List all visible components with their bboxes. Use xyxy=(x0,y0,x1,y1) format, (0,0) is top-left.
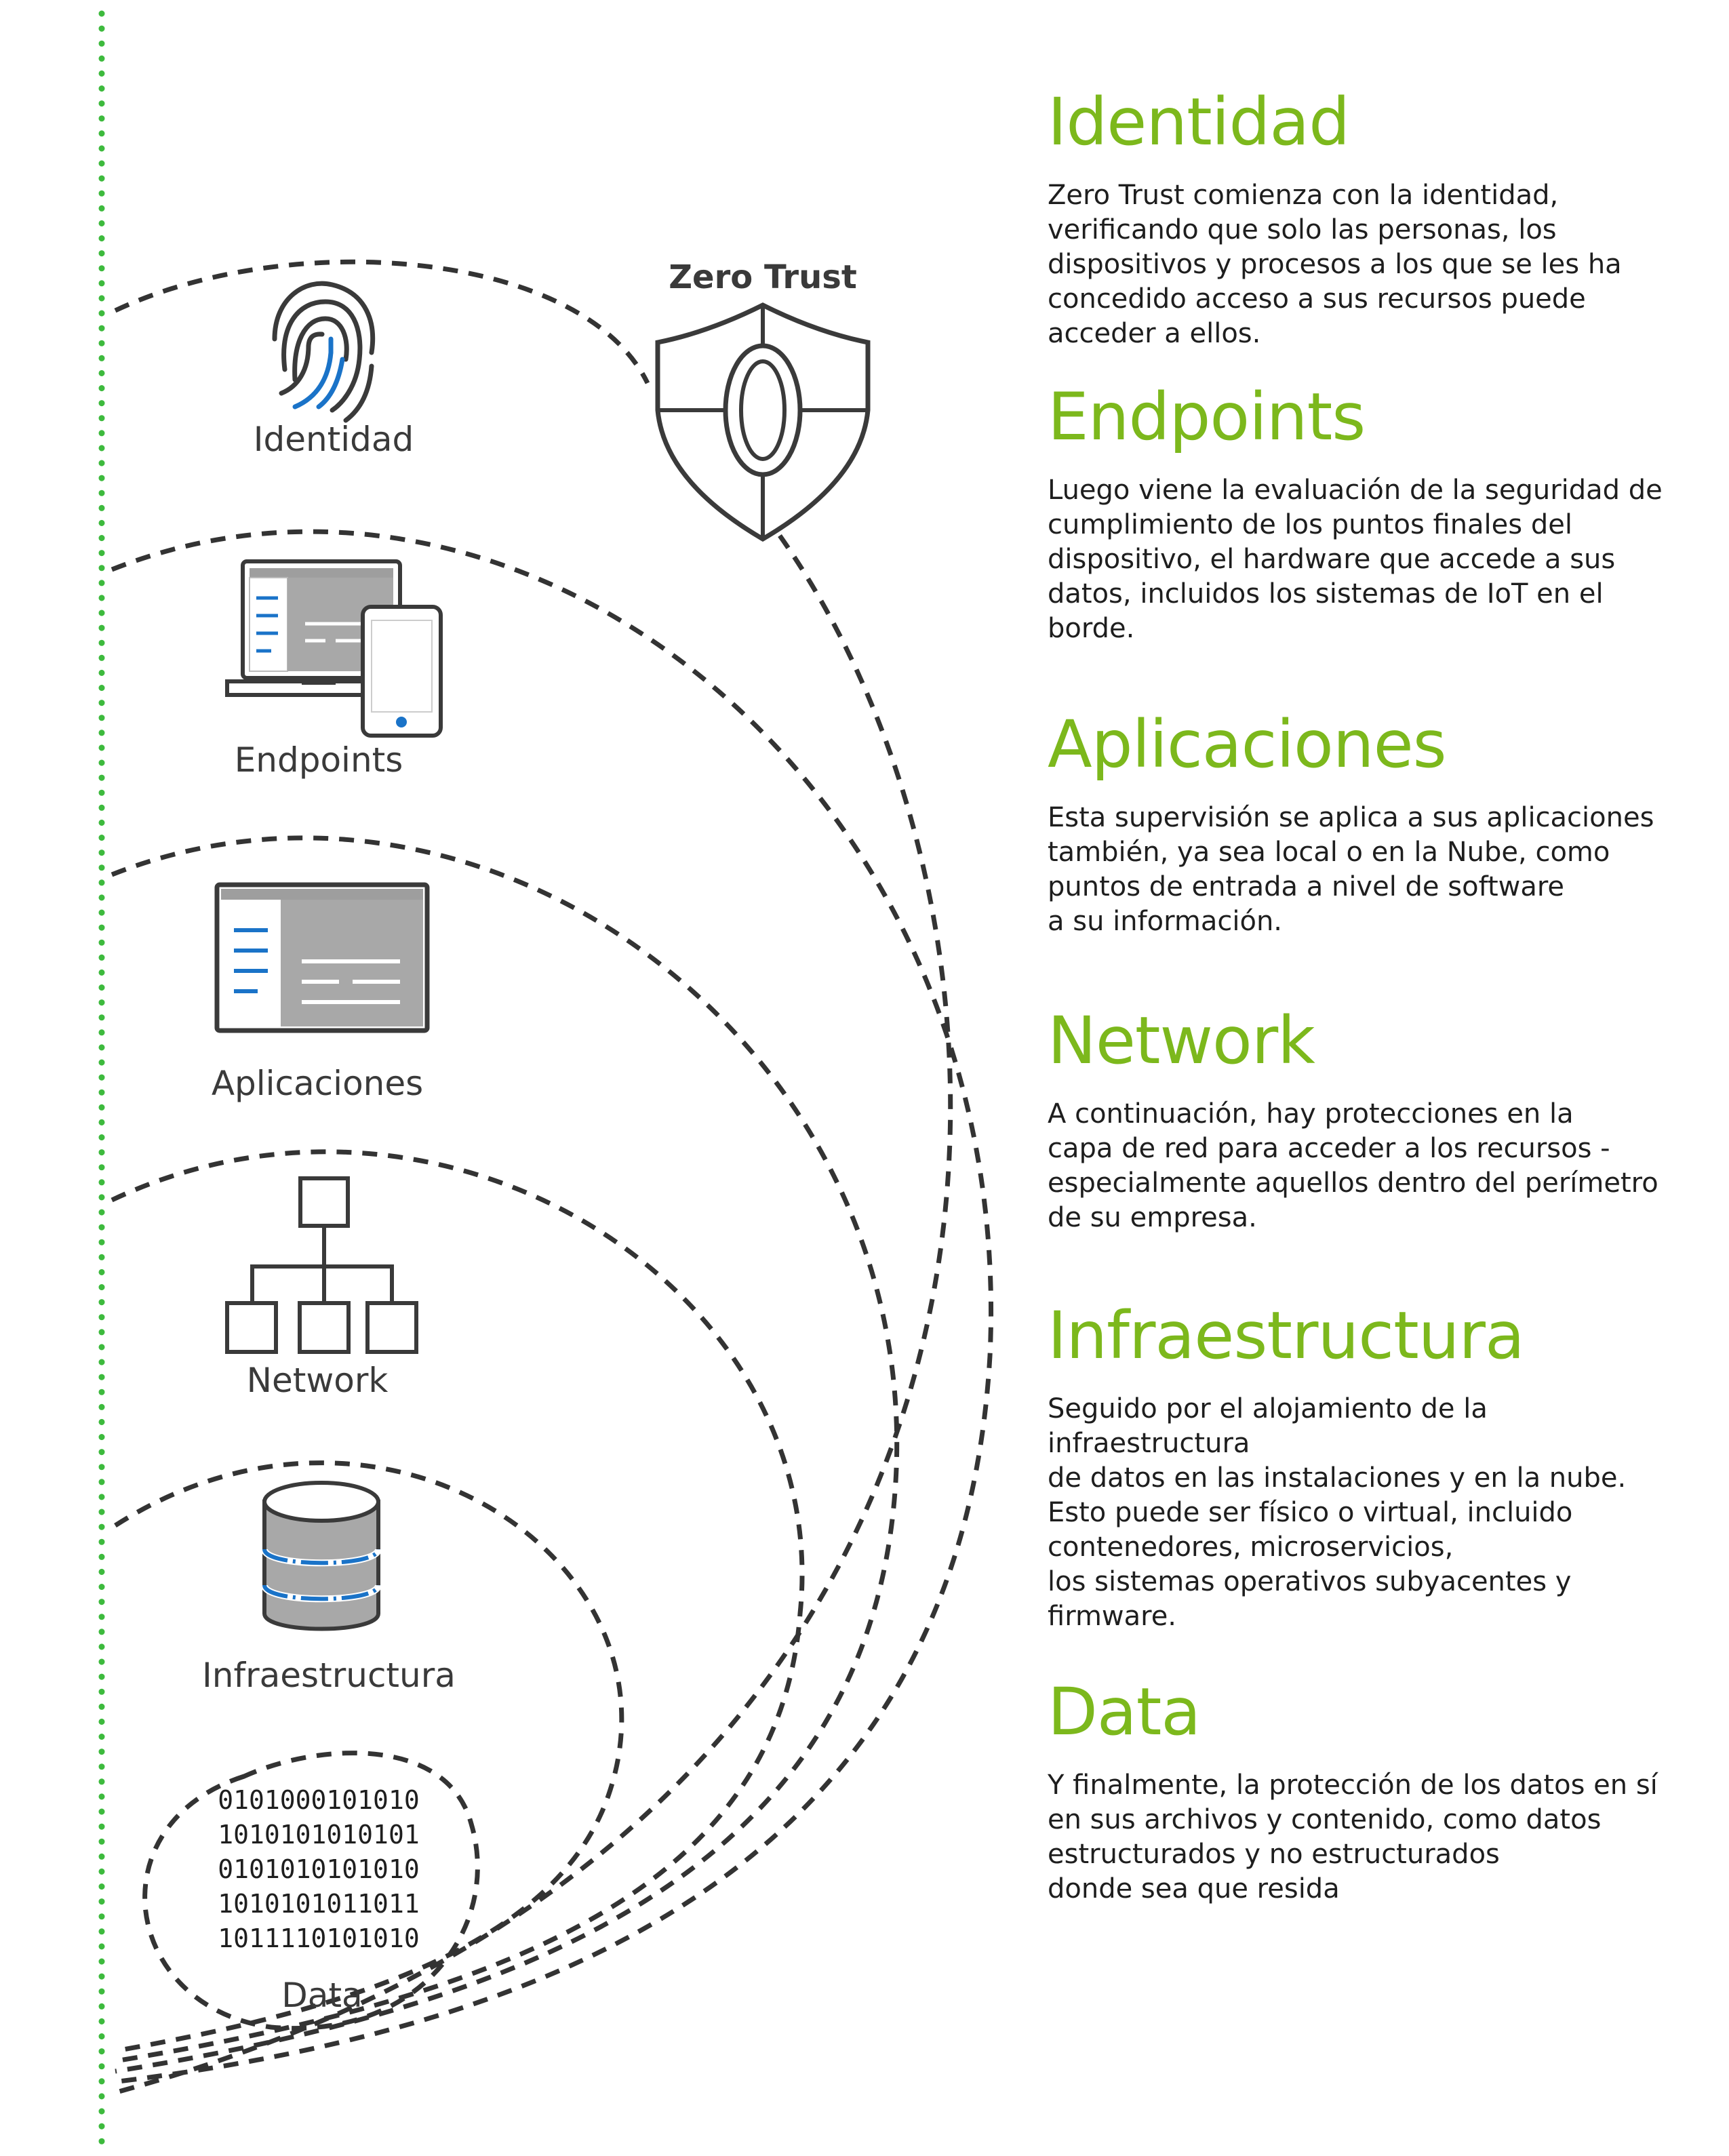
binary-block: 0101000101010 1010101010101 010101010101… xyxy=(218,1785,419,1953)
section-title: Identidad xyxy=(1048,84,1350,160)
section-title: Network xyxy=(1048,1003,1315,1079)
section-aplicaciones: Aplicaciones Esta supervisión se aplica … xyxy=(1048,711,1678,939)
section-infraestructura: Infraestructura Seguido por el alojamien… xyxy=(1048,1302,1678,1634)
section-endpoints: Endpoints Luego viene la evaluación de l… xyxy=(1048,383,1678,646)
section-identidad: Identidad Zero Trust comienza con la ide… xyxy=(1048,88,1678,351)
binary-row: 0101010101010 xyxy=(218,1854,419,1884)
section-title: Aplicaciones xyxy=(1048,706,1447,782)
binary-row: 0101000101010 xyxy=(218,1785,419,1815)
section-title: Infraestructura xyxy=(1048,1298,1525,1374)
section-text: Seguido por el alojamiento de la infraes… xyxy=(1048,1393,1627,1632)
binary-row: 1011110101010 xyxy=(218,1923,419,1953)
section-title: Endpoints xyxy=(1048,379,1366,455)
network-hierarchy-icon xyxy=(225,1176,418,1354)
arc-identidad xyxy=(114,259,650,384)
label-infraestructura: Infraestructura xyxy=(202,1656,456,1695)
section-text: Luego viene la evaluación de la segurida… xyxy=(1048,474,1663,644)
shield-icon xyxy=(655,302,871,542)
arc-aplicaciones xyxy=(111,835,900,2074)
section-text: A continuación, hay protecciones en la c… xyxy=(1048,1098,1658,1233)
arc-endpoints xyxy=(111,529,993,2084)
application-window-icon xyxy=(214,882,430,1033)
laptop-phone-icon xyxy=(225,559,443,738)
dashed-arcs xyxy=(111,259,993,2094)
section-text: Y finalmente, la protección de los datos… xyxy=(1048,1769,1658,1904)
label-endpoints: Endpoints xyxy=(235,740,403,780)
database-icon xyxy=(261,1481,382,1631)
section-title: Data xyxy=(1048,1674,1201,1750)
section-data: Data Y finalmente, la protección de los … xyxy=(1048,1678,1678,1907)
label-network: Network xyxy=(247,1361,389,1400)
arc-data xyxy=(142,1751,480,2031)
arc-network xyxy=(111,1149,805,2064)
section-text: Zero Trust comienza con la identidad, ve… xyxy=(1048,179,1622,349)
label-aplicaciones: Aplicaciones xyxy=(212,1064,423,1103)
section-network: Network A continuación, hay protecciones… xyxy=(1048,1007,1678,1235)
fingerprint-icon xyxy=(272,281,376,423)
section-text: Esta supervisión se aplica a sus aplicac… xyxy=(1048,801,1654,937)
shield-title: Zero Trust xyxy=(669,258,857,296)
binary-row: 1010101011011 xyxy=(218,1889,419,1919)
arc-infraestructura xyxy=(114,1460,624,2054)
label-identidad: Identidad xyxy=(254,420,414,459)
label-data: Data xyxy=(281,1976,362,2015)
binary-row: 1010101010101 xyxy=(218,1820,419,1850)
